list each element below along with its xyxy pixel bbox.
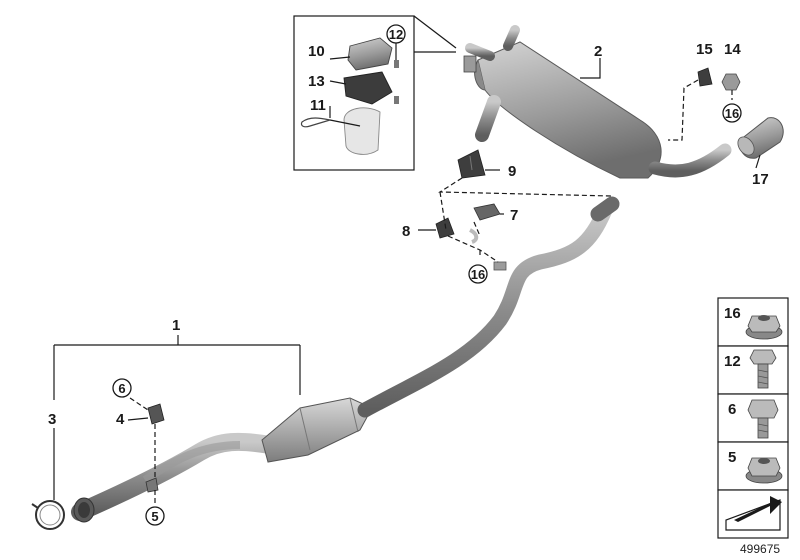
fastener-legend: 16 12 6 5 [717, 297, 789, 539]
label-part-1: 1 [172, 317, 180, 334]
hanger-15[interactable] [697, 67, 713, 87]
label-part-11: 11 [310, 97, 326, 114]
part-labels: 1 2 3 4 7 8 9 10 11 13 14 15 17 [48, 41, 769, 428]
front-pipe-assembly[interactable] [71, 196, 620, 523]
flap-valve[interactable] [343, 107, 381, 155]
label-part-4: 4 [116, 411, 125, 428]
legend-num-1: 16 [724, 305, 741, 322]
actuator-bracket[interactable] [343, 71, 393, 105]
label-part-2: 2 [594, 43, 602, 60]
diagram-reference-number: 499675 [740, 542, 780, 556]
hex-bolt-icon [747, 399, 779, 439]
label-part-17: 17 [752, 171, 769, 188]
legend-num-3: 6 [728, 401, 736, 418]
pipe-clamp[interactable] [31, 500, 65, 530]
rubber-mount[interactable] [457, 149, 486, 179]
direction-arrow-icon [725, 496, 782, 531]
nut-14[interactable] [721, 73, 741, 91]
label-part-15: 15 [696, 41, 713, 58]
pipe-hanger-bracket[interactable] [493, 261, 507, 271]
flange-nut-icon [745, 457, 783, 484]
rubber-hanger-8[interactable] [435, 217, 479, 244]
label-part-10: 10 [308, 43, 325, 60]
label-part-5: 5 [151, 509, 158, 524]
circled-labels: 12 16 16 6 5 [112, 24, 742, 526]
hanger-bracket-7[interactable] [473, 203, 501, 221]
bracket-4[interactable] [147, 403, 165, 425]
spring-clip[interactable] [300, 117, 331, 128]
exhaust-flap-inset [293, 15, 457, 171]
label-part-8: 8 [402, 223, 410, 240]
label-part-16-top: 16 [725, 106, 739, 121]
label-part-3: 3 [48, 411, 56, 428]
label-part-12: 12 [389, 27, 403, 42]
rear-muffler[interactable] [463, 25, 732, 179]
leader-lines [53, 58, 761, 505]
tailpipe-trim[interactable] [735, 117, 784, 159]
label-part-6: 6 [118, 381, 125, 396]
flap-actuator[interactable] [347, 37, 393, 71]
label-part-7: 7 [510, 207, 518, 224]
label-part-9: 9 [508, 163, 516, 180]
legend-num-4: 5 [728, 449, 736, 466]
mount-plate-lower [145, 477, 159, 493]
flange-nut-icon [745, 315, 783, 340]
label-part-13: 13 [308, 73, 325, 90]
hex-bolt-icon [749, 349, 777, 389]
label-part-14: 14 [724, 41, 741, 58]
label-part-16-mid: 16 [471, 267, 485, 282]
legend-num-2: 12 [724, 353, 741, 370]
catalytic-converter[interactable] [261, 397, 373, 463]
